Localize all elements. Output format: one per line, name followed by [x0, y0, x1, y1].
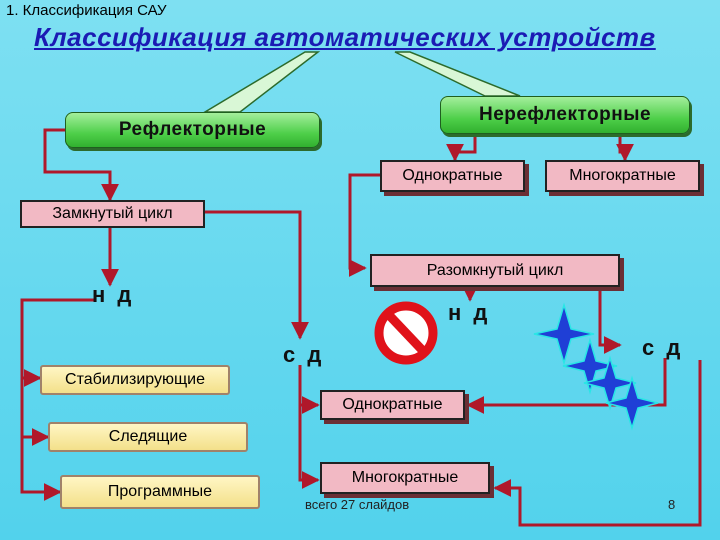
link-open-sd	[598, 287, 622, 354]
link-sd-single	[298, 365, 320, 414]
link-nonreflex-single	[446, 136, 477, 162]
link-single-open	[348, 173, 390, 277]
node-stabilizing[interactable]: Стабилизирующие	[40, 365, 230, 395]
node-tracking[interactable]: Следящие	[48, 422, 248, 452]
footer-slide-count: всего 27 слайдов	[305, 497, 410, 512]
node-multi-top[interactable]: Многократные	[545, 160, 700, 192]
node-reflex[interactable]: Рефлекторные	[65, 112, 320, 148]
link-sd-multi	[298, 405, 320, 489]
marker-nd-right: н д	[448, 300, 491, 325]
link-nonreflex-multi	[616, 136, 634, 162]
link-sdr-single	[466, 358, 667, 414]
node-program[interactable]: Программные	[60, 475, 260, 509]
sparkle-stars-icon	[533, 302, 659, 431]
page-title: Классификация автоматических устройств	[34, 22, 656, 52]
link-loop-multi	[493, 360, 702, 527]
node-open-loop[interactable]: Разомкнутый цикл	[370, 254, 620, 287]
link-nd-stabilizing	[20, 298, 95, 387]
title-callout-right	[394, 51, 521, 97]
prohibition-icon	[374, 301, 438, 365]
node-nonreflex[interactable]: Нерефлекторные	[440, 96, 690, 134]
page-number: 8	[668, 497, 676, 512]
link-reflex-closed	[43, 128, 119, 202]
node-closed-loop[interactable]: Замкнутый цикл	[20, 200, 205, 228]
marker-sd-right: с д	[642, 335, 684, 360]
node-single-top[interactable]: Однократные	[380, 160, 525, 192]
link-nd-program	[20, 437, 62, 501]
link-closed-sd	[205, 210, 309, 340]
node-multi-bottom[interactable]: Многократные	[320, 462, 490, 494]
title-callout-left	[202, 51, 321, 113]
marker-nd-left: н д	[92, 282, 135, 307]
marker-sd-left: с д	[283, 342, 325, 367]
slide-topic: 1. Классификация САУ	[6, 2, 167, 19]
node-single-bottom[interactable]: Однократные	[320, 390, 465, 420]
